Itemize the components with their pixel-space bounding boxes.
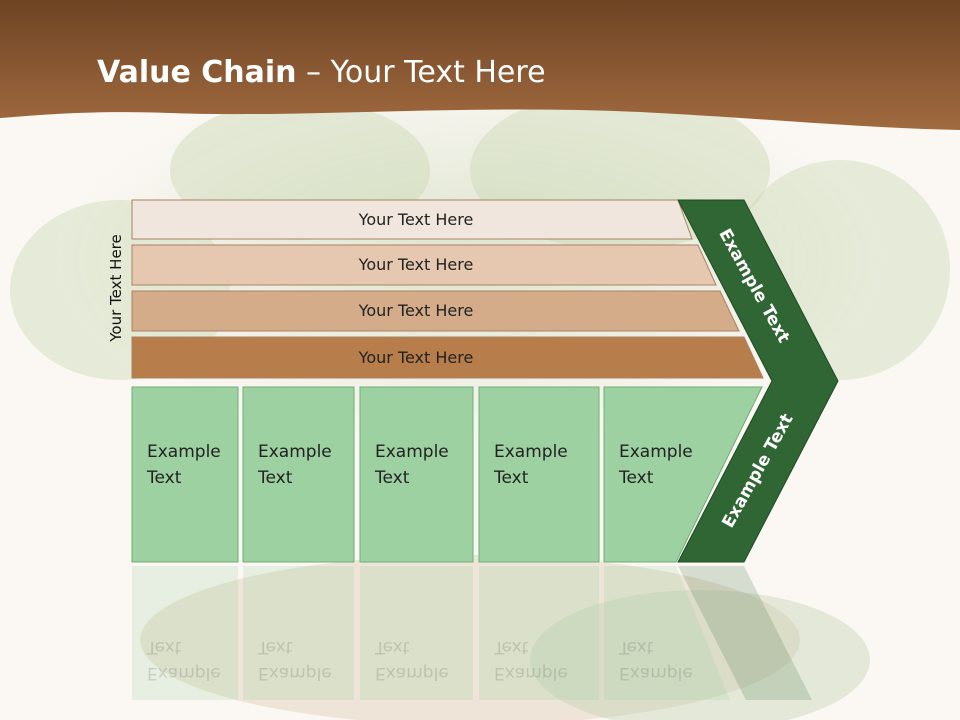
bar-3: [131, 290, 740, 332]
bar-label-3: Your Text Here: [358, 301, 474, 320]
card-line1: Example: [494, 442, 568, 462]
bar-2: [131, 244, 717, 286]
reflection-line1: Example: [147, 663, 221, 683]
card-line1: Example: [147, 442, 221, 462]
card-reflection-text-5: Example Text: [619, 634, 693, 686]
reflection-line2: Text: [375, 637, 410, 657]
card-reflection-text-2: Example Text: [258, 634, 332, 686]
card-line1: Example: [619, 442, 693, 462]
reflection-line2: Text: [619, 637, 654, 657]
chevron-reflection: [678, 566, 812, 700]
bar-1: [131, 199, 693, 240]
activity-card-1: [131, 386, 239, 563]
card-line2: Text: [375, 468, 410, 488]
reflection-line1: Example: [375, 663, 449, 683]
activity-card-2: [242, 386, 355, 563]
reflection-line2: Text: [258, 637, 293, 657]
activity-card-5: [603, 386, 763, 563]
bar-label-2: Your Text Here: [358, 255, 474, 274]
card-line2: Text: [258, 468, 293, 488]
bar-4: [131, 336, 764, 379]
card-reflection-5: [604, 566, 730, 700]
title-rest: – Your Text Here: [296, 55, 546, 90]
bar-label-1: Your Text Here: [358, 209, 474, 229]
reflection-line2: Text: [494, 637, 529, 657]
reflection-line2: Text: [147, 637, 182, 657]
card-reflection-text-3: Example Text: [375, 634, 449, 686]
card-line2: Text: [494, 468, 529, 488]
header-band: [0, 0, 960, 130]
reflection-line1: Example: [619, 663, 693, 683]
card-reflection-2: [243, 566, 354, 700]
card-reflection-3: [360, 566, 473, 700]
card-line1: Example: [375, 442, 449, 462]
card-reflection-text-4: Example Text: [494, 634, 568, 686]
card-line2: Text: [619, 468, 654, 488]
reflection-line1: Example: [258, 663, 332, 683]
card-reflection-text-1: Example Text: [147, 634, 221, 686]
side-label: Your Text Here: [107, 234, 125, 342]
activity-card-3: [359, 386, 474, 563]
card-reflection-1: [132, 566, 238, 700]
bar-label-4: Your Text Here: [358, 347, 474, 367]
margin-chevron: [677, 199, 839, 563]
reflection-line1: Example: [494, 663, 568, 683]
card-reflection-4: [479, 566, 599, 700]
activity-card-4: [478, 386, 600, 563]
card-line1: Example: [258, 442, 332, 462]
slide-title: Value Chain – Your Text Here: [97, 55, 546, 90]
card-line2: Text: [147, 468, 182, 488]
title-bold: Value Chain: [97, 55, 297, 90]
